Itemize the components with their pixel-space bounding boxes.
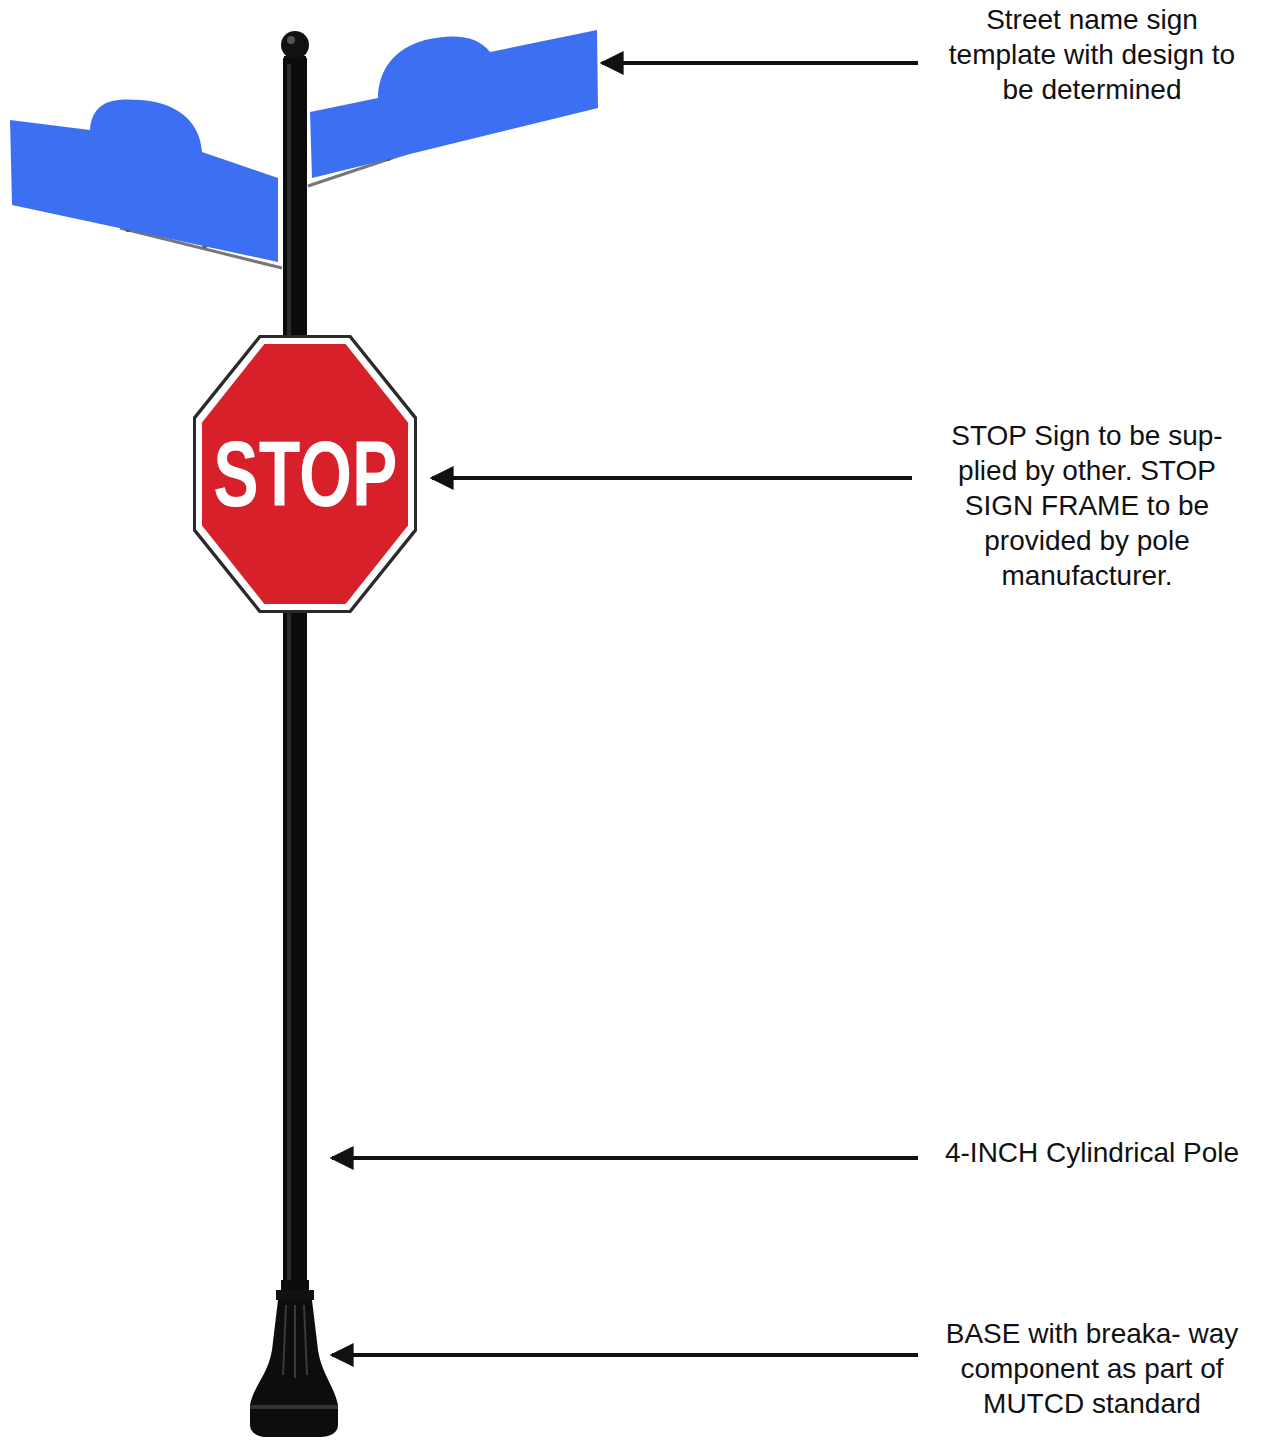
breakaway-base xyxy=(250,1280,338,1437)
finial-ball xyxy=(281,31,309,59)
callout-text: BASE with breaka- way component as part … xyxy=(942,1316,1242,1421)
callout-text: 4-INCH Cylindrical Pole xyxy=(942,1135,1242,1170)
stop-sign: STOP xyxy=(193,335,417,613)
sign-legend: STOP xyxy=(213,428,397,520)
street-name-blade xyxy=(10,99,278,262)
callout-text: STOP Sign to be sup- plied by other. STO… xyxy=(937,418,1237,593)
callout-text: Street name sign template with design to… xyxy=(942,2,1242,107)
leader-arrow xyxy=(332,63,918,1355)
pole xyxy=(283,58,307,1288)
street-name-blade xyxy=(310,30,598,178)
